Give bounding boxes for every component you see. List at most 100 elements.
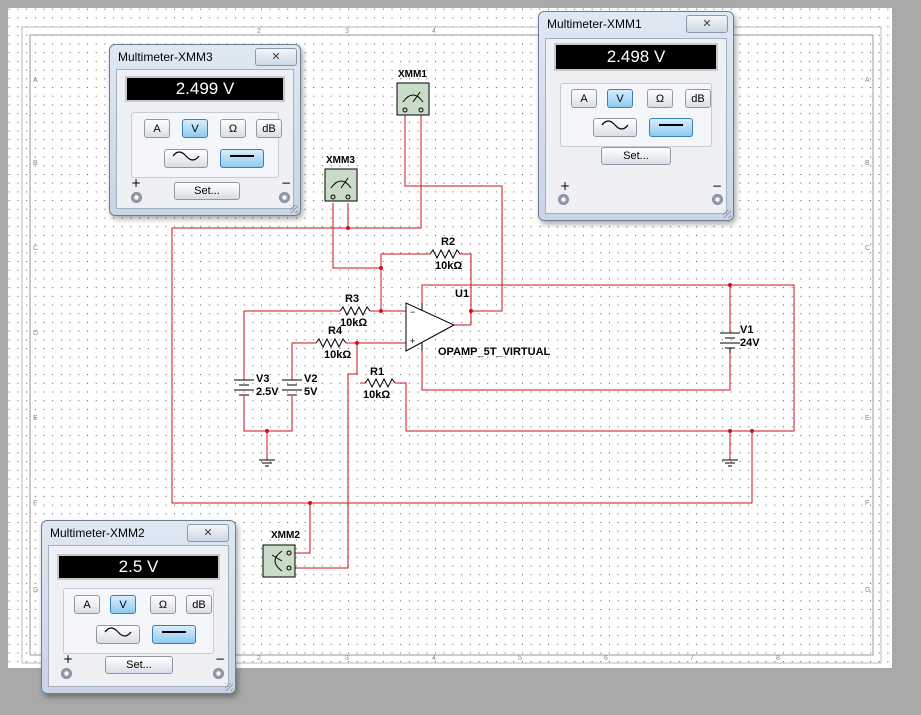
multimeter-xmm2-body: 2.5 V A V Ω dB Set... + −: [48, 545, 229, 687]
negative-terminal-label: −: [281, 176, 292, 190]
border-number-3-bottom: 3: [345, 655, 349, 662]
dc-signal-button[interactable]: [152, 625, 196, 644]
negative-terminal-icon[interactable]: [712, 194, 723, 205]
v2-ref: V2: [304, 373, 317, 385]
v1-value: 24V: [740, 337, 760, 349]
border-letter-b-right: B: [865, 160, 870, 167]
negative-terminal-label: −: [712, 179, 723, 193]
ac-signal-button[interactable]: [96, 625, 140, 644]
dc-line-icon: [659, 124, 683, 126]
voltmeter-mode-button[interactable]: V: [182, 119, 208, 138]
set-button[interactable]: Set...: [174, 182, 240, 200]
u1-ref: U1: [455, 288, 469, 300]
resize-grip-icon[interactable]: [225, 683, 233, 691]
multimeter-xmm2-controls: A V Ω dB: [63, 588, 214, 654]
ac-wave-icon: [601, 120, 629, 130]
r3-value: 10kΩ: [340, 317, 367, 329]
negative-terminal-icon[interactable]: [279, 192, 290, 203]
border-letter-c-right: C: [865, 245, 870, 252]
multimeter-xmm3-body: 2.499 V A V Ω dB Set... + −: [116, 69, 294, 209]
xmm2-label: XMM2: [271, 530, 300, 541]
border-number-2: 2: [257, 28, 261, 35]
positive-terminal-label: +: [131, 176, 142, 190]
resize-grip-icon[interactable]: [290, 205, 298, 213]
voltmeter-mode-button[interactable]: V: [607, 89, 633, 108]
ohmmeter-mode-button[interactable]: Ω: [150, 595, 176, 614]
decibel-mode-button[interactable]: dB: [256, 119, 282, 138]
r1-value: 10kΩ: [363, 389, 390, 401]
xmm3-instrument[interactable]: XMM3: [324, 155, 358, 202]
dc-signal-button[interactable]: [220, 149, 264, 168]
close-icon[interactable]: ✕: [255, 48, 297, 66]
ammeter-mode-button[interactable]: A: [74, 595, 100, 614]
border-number-7-bottom: 7: [690, 655, 694, 662]
multimeter-xmm1-controls: A V Ω dB: [560, 83, 712, 147]
multimeter-xmm1-body: 2.498 V A V Ω dB Set... + −: [545, 38, 727, 214]
resize-grip-icon[interactable]: [723, 210, 731, 218]
r2-value: 10kΩ: [435, 260, 462, 272]
ac-signal-button[interactable]: [593, 118, 637, 137]
ac-wave-icon: [104, 627, 132, 637]
sheet-border: [29, 34, 874, 656]
set-button[interactable]: Set...: [601, 147, 671, 165]
r2-ref: R2: [441, 236, 455, 248]
r4-ref: R4: [328, 325, 343, 337]
border-letter-g: G: [33, 587, 38, 594]
positive-terminal-icon[interactable]: [61, 668, 72, 679]
border-letter-e: E: [33, 415, 38, 422]
batteries[interactable]: [234, 332, 740, 396]
dc-line-icon: [162, 631, 186, 633]
multimeter-xmm1-title: Multimeter-XMM1: [547, 17, 642, 31]
voltmeter-mode-button[interactable]: V: [110, 595, 136, 614]
r4-body: [315, 337, 347, 349]
multimeter-xmm3-window[interactable]: Multimeter-XMM3 ✕ 2.499 V A V Ω dB Set..…: [109, 44, 301, 216]
multimeter-xmm3-controls: A V Ω dB: [131, 112, 282, 178]
negative-terminal-icon[interactable]: [213, 668, 224, 679]
multimeter-xmm2-display: 2.5 V: [57, 554, 220, 580]
ammeter-mode-button[interactable]: A: [144, 119, 170, 138]
opamp-u1[interactable]: − +: [405, 302, 456, 352]
ground-symbol-left: [259, 459, 275, 467]
ohmmeter-mode-button[interactable]: Ω: [647, 89, 673, 108]
r3-body: [339, 305, 371, 317]
border-letter-b: B: [33, 160, 38, 167]
multimeter-xmm2-window[interactable]: Multimeter-XMM2 ✕ 2.5 V A V Ω dB Set... …: [41, 520, 236, 694]
border-number-3: 3: [345, 28, 349, 35]
ac-signal-button[interactable]: [164, 149, 208, 168]
ground-symbol-right: [722, 459, 738, 467]
border-letter-f: F: [33, 500, 37, 507]
close-icon[interactable]: ✕: [187, 524, 229, 542]
decibel-mode-button[interactable]: dB: [685, 89, 711, 108]
dc-line-icon: [230, 155, 254, 157]
xmm3-label: XMM3: [326, 155, 355, 166]
ammeter-mode-button[interactable]: A: [571, 89, 597, 108]
resistors[interactable]: [315, 248, 461, 389]
decibel-mode-button[interactable]: dB: [186, 595, 212, 614]
multimeter-xmm3-display: 2.499 V: [125, 76, 285, 102]
component-labels: R2 10kΩ R3 10kΩ R4 10kΩ R1 10kΩ U1 OPAMP…: [256, 236, 760, 401]
border-number-5-bottom: 5: [518, 655, 522, 662]
positive-terminal-icon[interactable]: [131, 192, 142, 203]
positive-terminal-label: +: [560, 179, 571, 193]
multimeter-xmm3-title: Multimeter-XMM3: [118, 50, 213, 64]
negative-terminal-label: −: [215, 652, 226, 666]
r1-body: [364, 377, 396, 389]
border-letter-a-right: A: [865, 77, 870, 84]
border-number-4-bottom: 4: [432, 655, 436, 662]
svg-text:−: −: [410, 307, 415, 317]
multimeter-xmm1-window[interactable]: Multimeter-XMM1 ✕ 2.498 V A V Ω dB Set..…: [538, 11, 734, 221]
set-button[interactable]: Set...: [105, 656, 173, 674]
ohmmeter-mode-button[interactable]: Ω: [220, 119, 246, 138]
r2-body: [429, 248, 461, 260]
xmm1-instrument[interactable]: XMM1: [396, 69, 430, 116]
border-letter-g-right: G: [865, 587, 870, 594]
multimeter-xmm2-title: Multimeter-XMM2: [50, 526, 145, 540]
close-icon[interactable]: ✕: [686, 15, 728, 33]
dc-signal-button[interactable]: [649, 118, 693, 137]
r3-ref: R3: [345, 293, 359, 305]
positive-terminal-icon[interactable]: [558, 194, 569, 205]
svg-text:+: +: [410, 336, 415, 346]
xmm2-instrument[interactable]: XMM2: [262, 530, 300, 578]
positive-terminal-label: +: [63, 652, 74, 666]
xmm1-label: XMM1: [398, 69, 427, 80]
